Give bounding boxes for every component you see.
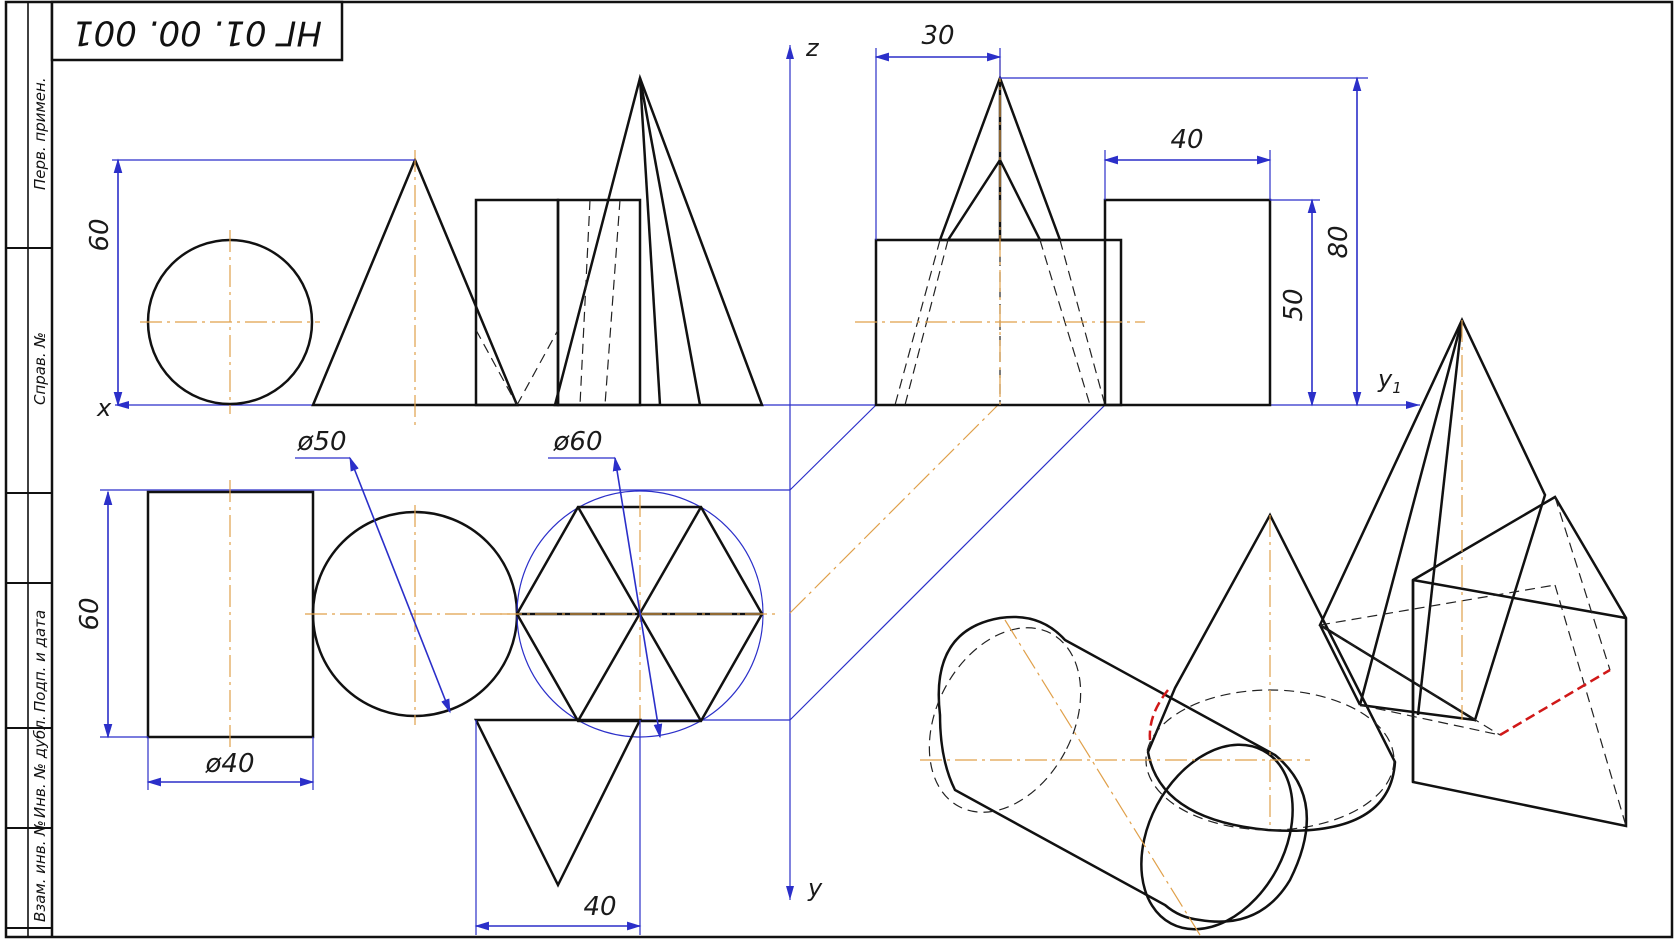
dim-label-side-cyl-width: 40 — [1170, 125, 1203, 155]
side-label-signature-date: Подп. и дата — [31, 610, 49, 712]
front-prism-right — [556, 198, 642, 407]
side-label-first-use: Перв. примен. — [31, 77, 49, 190]
iso-intersection-prism — [1499, 668, 1611, 737]
top-view — [146, 480, 780, 888]
dim-label-cylinder-diameter: ø40 — [205, 749, 255, 779]
dim-cone-diameter: ø50 — [295, 427, 451, 714]
dim-label-front-height: 60 — [85, 218, 115, 251]
axis-label-y1: y1 — [1377, 365, 1402, 397]
axis-label-z: z — [805, 34, 820, 62]
title-stamp: НГ 01. 00. 001 — [50, 0, 344, 62]
dim-label-side-width: 30 — [921, 21, 954, 51]
front-view — [140, 73, 764, 428]
dim-label-pyramid-diameter: ø60 — [553, 427, 603, 457]
side-view — [855, 60, 1272, 410]
side-label-duplicate-inv: Инв. № дубл. — [31, 715, 49, 818]
iso-cone — [1146, 512, 1397, 832]
dim-side-width: 30 — [874, 21, 1002, 240]
axis-label-y: y — [807, 874, 823, 902]
dim-side-total-height: 80 — [1000, 76, 1368, 407]
dim-cylinder-diameter: ø40 — [146, 737, 315, 790]
dim-label-top-height: 60 — [75, 597, 105, 630]
side-cone — [945, 157, 1043, 242]
side-strip-labels: Перв. примен. Справ. № Подп. и дата Инв.… — [31, 77, 49, 922]
axis-label-x: x — [96, 394, 112, 422]
dim-prism-width: 40 — [474, 720, 642, 935]
dim-front-height: 60 — [85, 158, 415, 407]
isometric-view — [920, 317, 1628, 936]
top-prism-triangle — [473, 718, 643, 888]
dim-label-side-total-height: 80 — [1324, 225, 1354, 258]
iso-prism — [1411, 495, 1628, 828]
iso-cylinder-face — [1140, 743, 1294, 931]
side-label-replace-inv: Взам. инв. № — [31, 820, 49, 922]
side-prism — [1103, 198, 1272, 407]
dim-label-side-prism-height: 50 — [1279, 288, 1309, 321]
dim-side-prism-height: 50 — [1270, 198, 1320, 407]
dim-side-cyl-width: 40 — [1103, 125, 1272, 200]
sheet-frame — [4, 0, 1674, 939]
front-prism-left — [474, 198, 560, 407]
dim-label-cone-diameter: ø50 — [297, 427, 347, 457]
side-label-reference: Справ. № — [31, 332, 49, 405]
iso-pyramid — [1318, 317, 1547, 722]
iso-intersection-cone — [1148, 689, 1169, 741]
dim-pyramid-diameter: ø60 — [548, 427, 663, 739]
front-pyramid — [553, 73, 764, 407]
dim-top-height: 60 — [75, 490, 148, 739]
dim-label-prism-width: 40 — [583, 892, 616, 922]
projection-axes: x z y y1 — [96, 34, 1420, 902]
iso-cylinder — [937, 615, 1308, 923]
stamp-code: НГ 01. 00. 001 — [72, 13, 322, 53]
